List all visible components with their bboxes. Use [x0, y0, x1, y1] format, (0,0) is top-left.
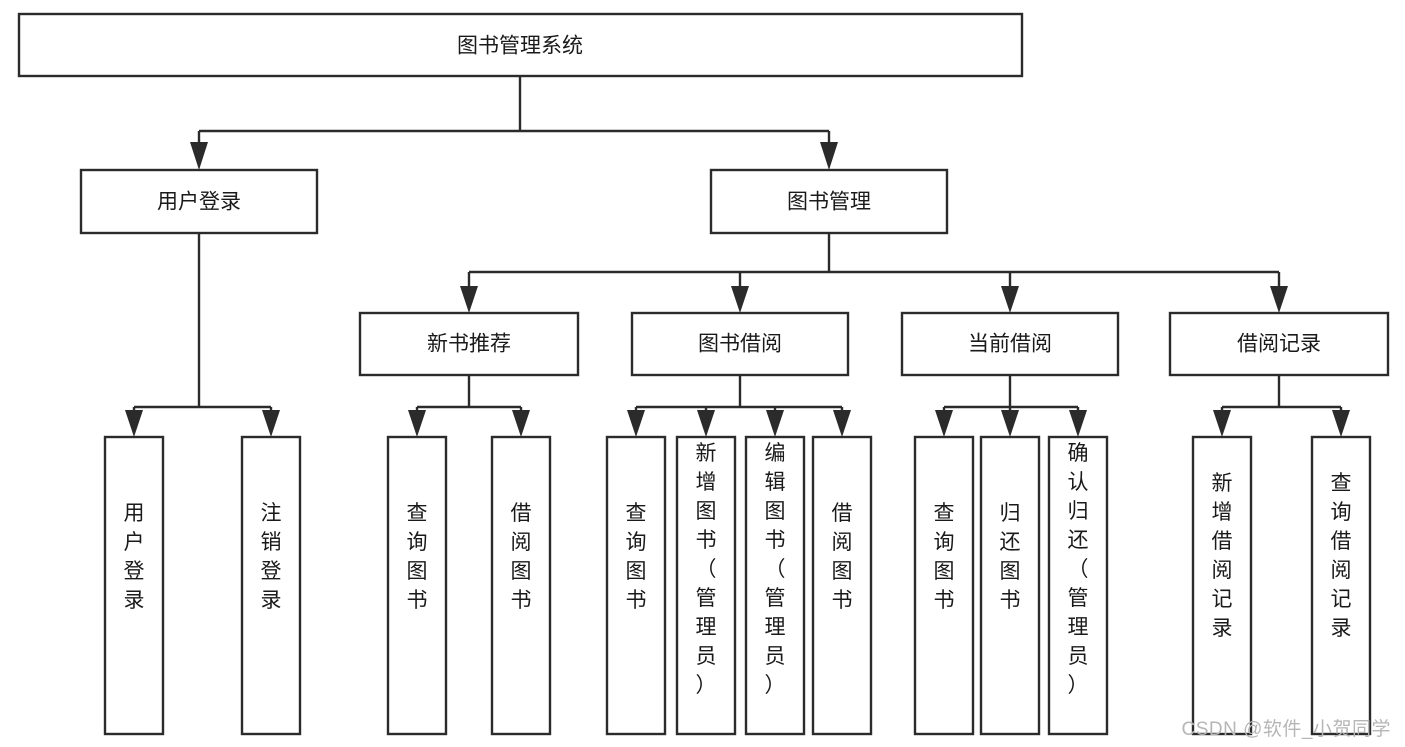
leaf-book-borrow-3-box[interactable] — [744, 435, 806, 736]
leaf-borrow-record-2-label: 查询借阅记录 — [1331, 472, 1352, 640]
leaf-user-login-2-label: 注销登录 — [261, 502, 282, 612]
leaf-new-book-2-label: 借阅图书 — [511, 502, 532, 612]
arrow-book-mgmt-to-borrow-icon — [731, 286, 749, 313]
leaf-book-borrow-4[interactable]: 借阅图书 — [811, 435, 873, 736]
node-user-login-box[interactable] — [79, 168, 319, 235]
leaf-user-login-2-box[interactable] — [240, 435, 302, 736]
node-borrow-record[interactable]: 借阅记录 — [1168, 311, 1390, 377]
connector-group-book-mgmt — [460, 233, 1288, 313]
leaf-book-borrow-2-box[interactable] — [675, 435, 737, 736]
arrow-root-to-book-mgmt-icon — [820, 142, 838, 170]
arrow-user-login-leaf-2-icon — [262, 410, 280, 437]
leaf-borrow-record-1[interactable]: 新增借阅记录 — [1191, 435, 1253, 736]
leaf-book-borrow-3[interactable]: 编辑图书（管理员） — [744, 435, 806, 736]
arrow-book-mgmt-to-new-book-icon — [460, 286, 478, 313]
leaf-book-borrow-1[interactable]: 查询图书 — [605, 435, 667, 736]
leaf-book-borrow-1-label: 查询图书 — [626, 502, 647, 612]
node-book-management-label: 图书管理 — [787, 191, 871, 214]
arrow-new-book-leaf-2-icon — [512, 410, 530, 437]
arrow-book-borrow-leaf-3-icon — [766, 410, 784, 437]
arrow-book-borrow-leaf-1-icon — [627, 410, 645, 437]
leaf-borrow-record-2-box[interactable] — [1310, 435, 1372, 736]
leaf-current-borrow-3[interactable]: 确认归还（管理员） — [1047, 435, 1109, 736]
leaf-current-borrow-2-label: 归还图书 — [1000, 502, 1021, 612]
node-book-management-box[interactable] — [709, 168, 949, 235]
leaf-current-borrow-2-box[interactable] — [979, 435, 1041, 736]
node-current-borrow-label: 当前借阅 — [968, 333, 1052, 356]
node-book-borrow-box[interactable] — [630, 311, 850, 377]
arrow-current-borrow-leaf-3-icon — [1069, 410, 1087, 437]
node-root[interactable]: 图书管理系统 — [17, 12, 1024, 78]
leaf-current-borrow-2[interactable]: 归还图书 — [979, 435, 1041, 736]
leaf-new-book-1[interactable]: 查询图书 — [386, 435, 448, 736]
node-new-book-recommend-label: 新书推荐 — [427, 333, 511, 356]
arrow-new-book-leaf-1-icon — [408, 410, 426, 437]
connector-group-user-login — [125, 233, 280, 437]
leaf-borrow-record-2[interactable]: 查询借阅记录 — [1310, 435, 1372, 736]
node-new-book-recommend[interactable]: 新书推荐 — [358, 311, 580, 377]
leaf-new-book-2[interactable]: 借阅图书 — [490, 435, 552, 736]
leaf-book-borrow-1-box[interactable] — [605, 435, 667, 736]
arrow-book-borrow-leaf-2-icon — [697, 410, 715, 437]
node-borrow-record-label: 借阅记录 — [1237, 333, 1321, 356]
connector-group-root — [190, 76, 838, 170]
node-root-label: 图书管理系统 — [457, 35, 583, 58]
connector-group-book-borrow — [627, 375, 851, 437]
watermark: CSDN @软件_小贺同学 — [1181, 719, 1391, 740]
leaf-user-login-1-box[interactable] — [103, 435, 165, 736]
leaf-new-book-2-box[interactable] — [490, 435, 552, 736]
leaf-current-borrow-1[interactable]: 查询图书 — [913, 435, 975, 736]
leaf-new-book-1-label: 查询图书 — [407, 502, 428, 612]
leaf-user-login-1-label: 用户登录 — [124, 502, 145, 612]
leaf-new-book-1-box[interactable] — [386, 435, 448, 736]
connector-group-current-borrow — [935, 375, 1087, 437]
node-book-borrow[interactable]: 图书借阅 — [630, 311, 850, 377]
leaf-book-borrow-4-box[interactable] — [811, 435, 873, 736]
node-current-borrow[interactable]: 当前借阅 — [900, 311, 1120, 377]
arrow-current-borrow-leaf-2-icon — [1001, 410, 1019, 437]
leaf-user-login-1[interactable]: 用户登录 — [103, 435, 165, 736]
node-borrow-record-box[interactable] — [1168, 311, 1390, 377]
leaf-book-borrow-3-label: 编辑图书（管理员） — [765, 442, 786, 697]
arrow-book-mgmt-to-current-icon — [1001, 286, 1019, 313]
leaf-book-borrow-2[interactable]: 新增图书（管理员） — [675, 435, 737, 736]
leaf-current-borrow-1-box[interactable] — [913, 435, 975, 736]
node-root-box[interactable] — [17, 12, 1024, 78]
arrow-borrow-record-leaf-2-icon — [1332, 410, 1350, 437]
leaf-borrow-record-1-label: 新增借阅记录 — [1212, 472, 1233, 640]
connector-group-new-book — [408, 375, 530, 437]
node-book-borrow-label: 图书借阅 — [698, 333, 782, 356]
arrow-user-login-leaf-1-icon — [125, 410, 143, 437]
leaf-current-borrow-3-box[interactable] — [1047, 435, 1109, 736]
node-user-login[interactable]: 用户登录 — [79, 168, 319, 235]
arrow-root-to-user-login-icon — [190, 142, 208, 170]
arrow-borrow-record-leaf-1-icon — [1213, 410, 1231, 437]
arrow-current-borrow-leaf-1-icon — [935, 410, 953, 437]
node-new-book-recommend-box[interactable] — [358, 311, 580, 377]
leaf-current-borrow-1-label: 查询图书 — [934, 502, 955, 612]
node-user-login-label: 用户登录 — [157, 191, 241, 214]
leaf-current-borrow-3-label: 确认归还（管理员） — [1068, 442, 1089, 697]
arrow-book-mgmt-to-record-icon — [1270, 286, 1288, 313]
node-current-borrow-box[interactable] — [900, 311, 1120, 377]
node-book-management[interactable]: 图书管理 — [709, 168, 949, 235]
leaf-user-login-2[interactable]: 注销登录 — [240, 435, 302, 736]
arrow-book-borrow-leaf-4-icon — [833, 410, 851, 437]
leaf-book-borrow-4-label: 借阅图书 — [832, 502, 853, 612]
leaf-book-borrow-2-label: 新增图书（管理员） — [696, 442, 717, 697]
connector-group-borrow-record — [1213, 375, 1350, 437]
leaf-borrow-record-1-box[interactable] — [1191, 435, 1253, 736]
